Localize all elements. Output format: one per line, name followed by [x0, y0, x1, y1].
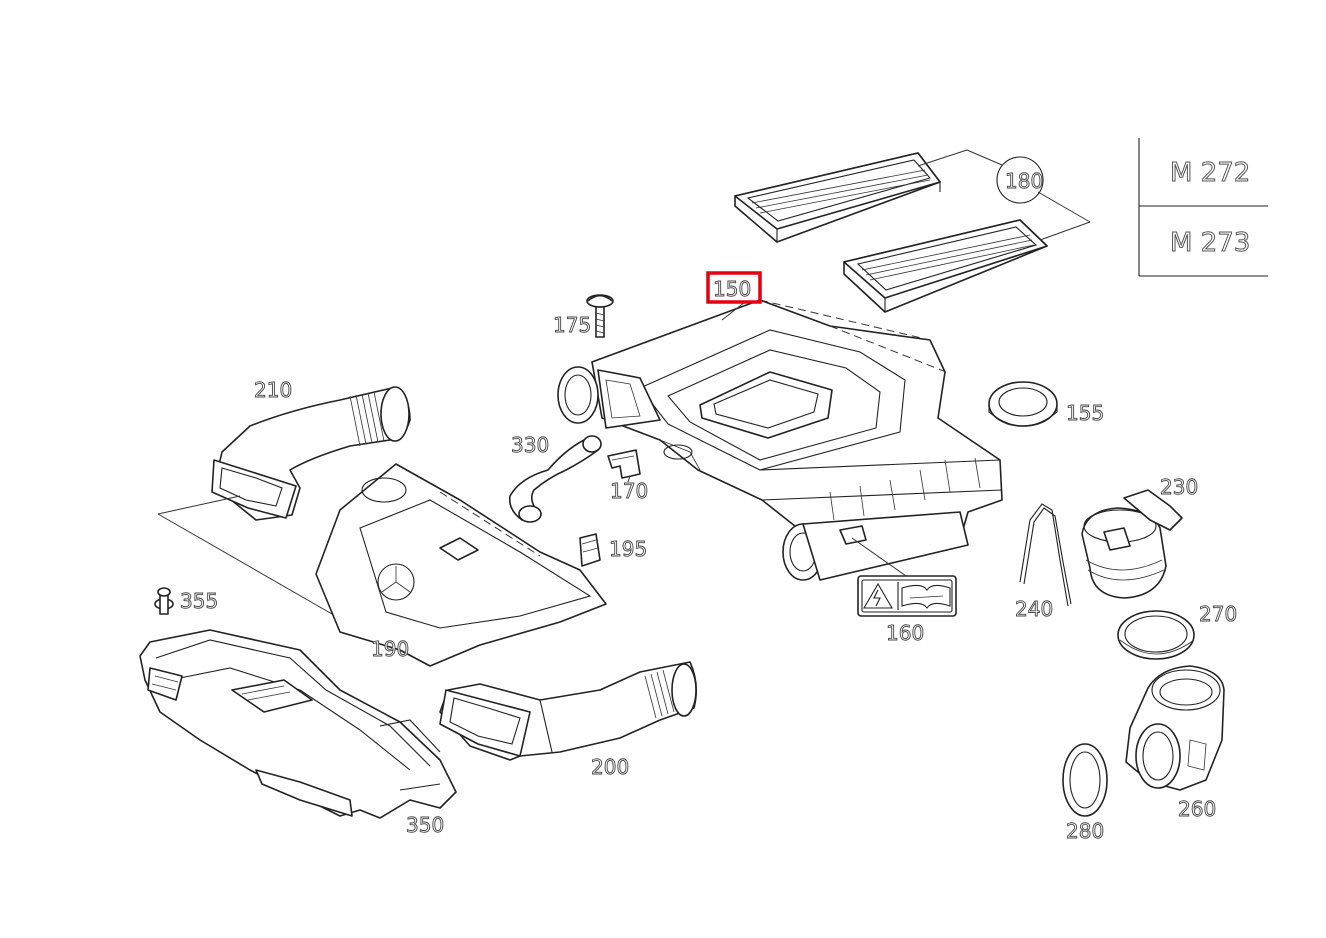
leader-180 [917, 149, 1091, 241]
engine-variant-table: M 272 M 273 [1138, 138, 1268, 277]
air-filter-element-lower[interactable] [843, 219, 1048, 313]
clip-355[interactable] [154, 587, 174, 615]
clamp-270[interactable] [1117, 610, 1195, 660]
clamp-280[interactable] [1062, 743, 1108, 817]
leader-160 [851, 537, 907, 577]
clip-170[interactable] [607, 449, 641, 479]
hose-330[interactable] [508, 435, 602, 523]
screw-175[interactable] [586, 294, 614, 338]
leader-150 [721, 301, 746, 321]
air-mass-sensor-230[interactable] [1081, 489, 1183, 599]
engine-variant-m272[interactable]: M 272 [1170, 158, 1251, 189]
part-label-155[interactable]: 155 [1066, 401, 1105, 426]
intake-duct-200[interactable] [439, 661, 698, 761]
part-label-160[interactable]: 160 [886, 621, 925, 646]
air-filter-element-upper[interactable] [734, 152, 941, 243]
part-label-195[interactable]: 195 [609, 537, 648, 562]
part-label-270[interactable]: 270 [1199, 602, 1238, 627]
part-label-200[interactable]: 200 [591, 755, 630, 780]
part-label-150[interactable]: 150 [713, 277, 752, 302]
part-label-170[interactable]: 170 [610, 479, 649, 504]
air-guide-350[interactable] [139, 629, 457, 819]
intake-elbow-260[interactable] [1125, 665, 1225, 791]
part-label-280[interactable]: 280 [1066, 819, 1105, 844]
part-label-355[interactable]: 355 [180, 589, 219, 614]
air-filter-housing-150[interactable] [557, 299, 1003, 581]
part-label-330[interactable]: 330 [511, 433, 550, 458]
leader-210 [157, 495, 347, 623]
engine-variant-m273[interactable]: M 273 [1170, 228, 1251, 259]
connector-195[interactable] [579, 533, 601, 567]
part-label-240[interactable]: 240 [1015, 597, 1054, 622]
part-label-350[interactable]: 350 [406, 813, 445, 838]
part-label-210[interactable]: 210 [254, 378, 293, 403]
seal-ring-155[interactable] [988, 381, 1058, 427]
part-label-190[interactable]: 190 [371, 637, 410, 662]
part-label-175[interactable]: 175 [553, 313, 592, 338]
leader-170 [627, 475, 631, 483]
part-label-230[interactable]: 230 [1160, 475, 1199, 500]
engine-cover-190[interactable] [315, 463, 607, 667]
part-label-180[interactable]: 180 [1005, 169, 1044, 194]
seal-cord-240[interactable] [1019, 503, 1072, 607]
warning-label-160[interactable] [857, 575, 957, 617]
intake-duct-210[interactable] [211, 386, 411, 521]
part-label-260[interactable]: 260 [1178, 797, 1217, 822]
highlight-box-150 [706, 271, 762, 304]
